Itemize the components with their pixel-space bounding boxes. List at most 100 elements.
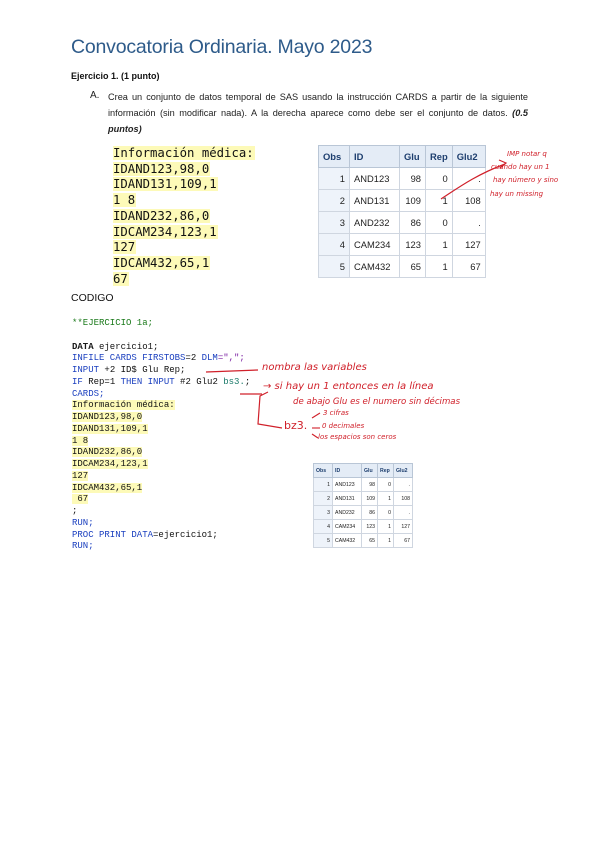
- code-data-line: 127: [72, 470, 89, 481]
- annotation-bz: bz3.: [284, 419, 308, 432]
- annotation-imp-4: hay un missing: [490, 190, 544, 198]
- table-row: 4 CAM234 123 1 127: [318, 233, 486, 256]
- data-line: 127: [113, 240, 137, 255]
- code-text: ;: [72, 506, 78, 516]
- medical-data-block: Información médica: IDAND123,98,0 IDAND1…: [113, 146, 255, 287]
- table-row: 1 AND123 98 0 .: [313, 477, 413, 492]
- nombra-line: [205, 369, 259, 373]
- results-table: Obs ID Glu Rep Glu2 1 AND123 98 0 . 2 AN…: [318, 145, 486, 278]
- cell-id: CAM234: [332, 519, 362, 534]
- code-comment: **EJERCICIO 1a;: [72, 318, 154, 328]
- cell-obs: 5: [313, 533, 333, 548]
- data-line: IDCAM234,123,1: [113, 224, 218, 239]
- cell-rep: 1: [425, 233, 453, 256]
- cell-id: AND232: [349, 211, 400, 234]
- code-text: #2 Glu2: [174, 376, 224, 387]
- cell-id: CAM432: [349, 255, 400, 278]
- annotation-decimales: 0 decimales: [322, 422, 365, 430]
- statement-text: Crea un conjunto de datos temporal de SA…: [108, 92, 528, 119]
- code-text: =ejercicio1;: [153, 529, 218, 540]
- cell-obs: 1: [313, 477, 333, 492]
- cell-obs: 2: [313, 491, 333, 506]
- cell-glu2: 67: [393, 533, 413, 548]
- code-text: Rep=1: [82, 376, 121, 387]
- code-keyword: CARDS;: [72, 388, 105, 399]
- imp-note-arrowhead: [498, 159, 508, 169]
- cell-rep: 0: [425, 211, 453, 234]
- column-header: Obs: [318, 145, 350, 168]
- cell-glu: 98: [399, 167, 426, 190]
- code-keyword: IF: [72, 376, 83, 387]
- cell-obs: 2: [318, 189, 350, 212]
- code-data-line: Información médica:: [72, 400, 175, 411]
- cell-glu2: 67: [451, 255, 486, 278]
- cell-glu2: 108: [451, 189, 486, 212]
- cell-glu2: .: [451, 211, 486, 234]
- output-table-small: Obs ID Glu Rep Glu2 1 AND123 98 0 . 2 AN…: [313, 463, 413, 548]
- cell-glu: 109: [399, 189, 426, 212]
- data-line: Información médica:: [113, 146, 255, 160]
- column-header: Glu: [399, 145, 426, 168]
- cell-glu2: 127: [393, 519, 413, 534]
- table-row: 2 AND131 109 1 108: [318, 189, 486, 212]
- table-row: 5 CAM432 65 1 67: [313, 533, 413, 548]
- data-line: IDAND123,98,0: [113, 161, 211, 176]
- cell-id: AND123: [349, 167, 400, 190]
- cell-glu2: 108: [393, 491, 413, 506]
- page-title: Convocatoria Ordinaria. Mayo 2023: [71, 36, 373, 58]
- data-line: IDAND232,86,0: [113, 208, 211, 223]
- code-keyword: DATA: [72, 341, 94, 352]
- code-data-line: 67: [72, 494, 89, 505]
- cell-id: AND131: [349, 189, 400, 212]
- cell-glu2: .: [393, 505, 413, 520]
- cell-id: CAM432: [332, 533, 362, 548]
- cell-glu: 65: [399, 255, 426, 278]
- brace-arrow: [311, 412, 321, 419]
- code-data-line: 1 8: [72, 435, 89, 446]
- points-label: (0.5 puntos): [108, 108, 528, 135]
- table-row: 5 CAM432 65 1 67: [318, 255, 486, 278]
- cell-rep: 1: [425, 255, 453, 278]
- annotation-nombra: nombra las variables: [262, 362, 367, 373]
- code-data-line: IDAND131,109,1: [72, 423, 148, 434]
- cell-glu: 123: [361, 519, 378, 534]
- data-line: IDCAM432,65,1: [113, 255, 211, 270]
- code-text: =2: [185, 353, 202, 364]
- code-keyword: RUN;: [72, 517, 94, 528]
- column-header: Rep: [425, 145, 453, 168]
- cell-rep: 0: [425, 167, 453, 190]
- code-keyword: INPUT: [72, 365, 100, 375]
- code-keyword: PROC PRINT DATA: [72, 529, 154, 540]
- data-line: 1 8: [113, 193, 137, 208]
- code-string: =",";: [217, 353, 245, 364]
- exercise-statement: Crea un conjunto de datos temporal de SA…: [108, 89, 528, 138]
- annotation-si-2: de abajo Glu es el numero sin décimas: [293, 397, 461, 407]
- annotation-imp-1: IMP notar q: [507, 150, 547, 158]
- code-keyword: THEN INPUT: [120, 376, 175, 387]
- code-keyword: INFILE CARDS: [72, 353, 137, 364]
- code-text: ;: [244, 376, 251, 387]
- brace-arrow: [311, 433, 319, 439]
- code-section-label: CODIGO: [71, 292, 114, 304]
- cell-obs: 3: [318, 211, 350, 234]
- annotation-cifras: 3 cifras: [323, 409, 349, 417]
- code-keyword: DLM: [201, 353, 218, 364]
- table-header-row: Obs ID Glu Rep Glu2: [318, 145, 486, 168]
- annotation-imp-2: cuando hay un 1: [491, 163, 550, 171]
- code-format: bs3.: [223, 376, 245, 387]
- code-data-line: IDCAM432,65,1: [72, 482, 143, 493]
- code-text: +2 ID$ Glu Rep;: [99, 365, 186, 375]
- cell-rep: 1: [425, 189, 453, 212]
- column-header: Glu2: [393, 463, 413, 478]
- table-row: 3 AND232 86 0 .: [318, 211, 486, 234]
- annotation-ceros: los espacios son ceros: [318, 433, 397, 441]
- data-line: 67: [113, 271, 129, 286]
- cell-id: AND123: [332, 477, 362, 492]
- imp-note-arrow: [440, 163, 506, 200]
- fmt-bracket: [257, 391, 283, 429]
- list-letter: A.: [90, 90, 100, 101]
- cell-obs: 4: [318, 233, 350, 256]
- code-text: ejercicio1;: [93, 341, 159, 352]
- code-keyword: RUN;: [72, 541, 94, 552]
